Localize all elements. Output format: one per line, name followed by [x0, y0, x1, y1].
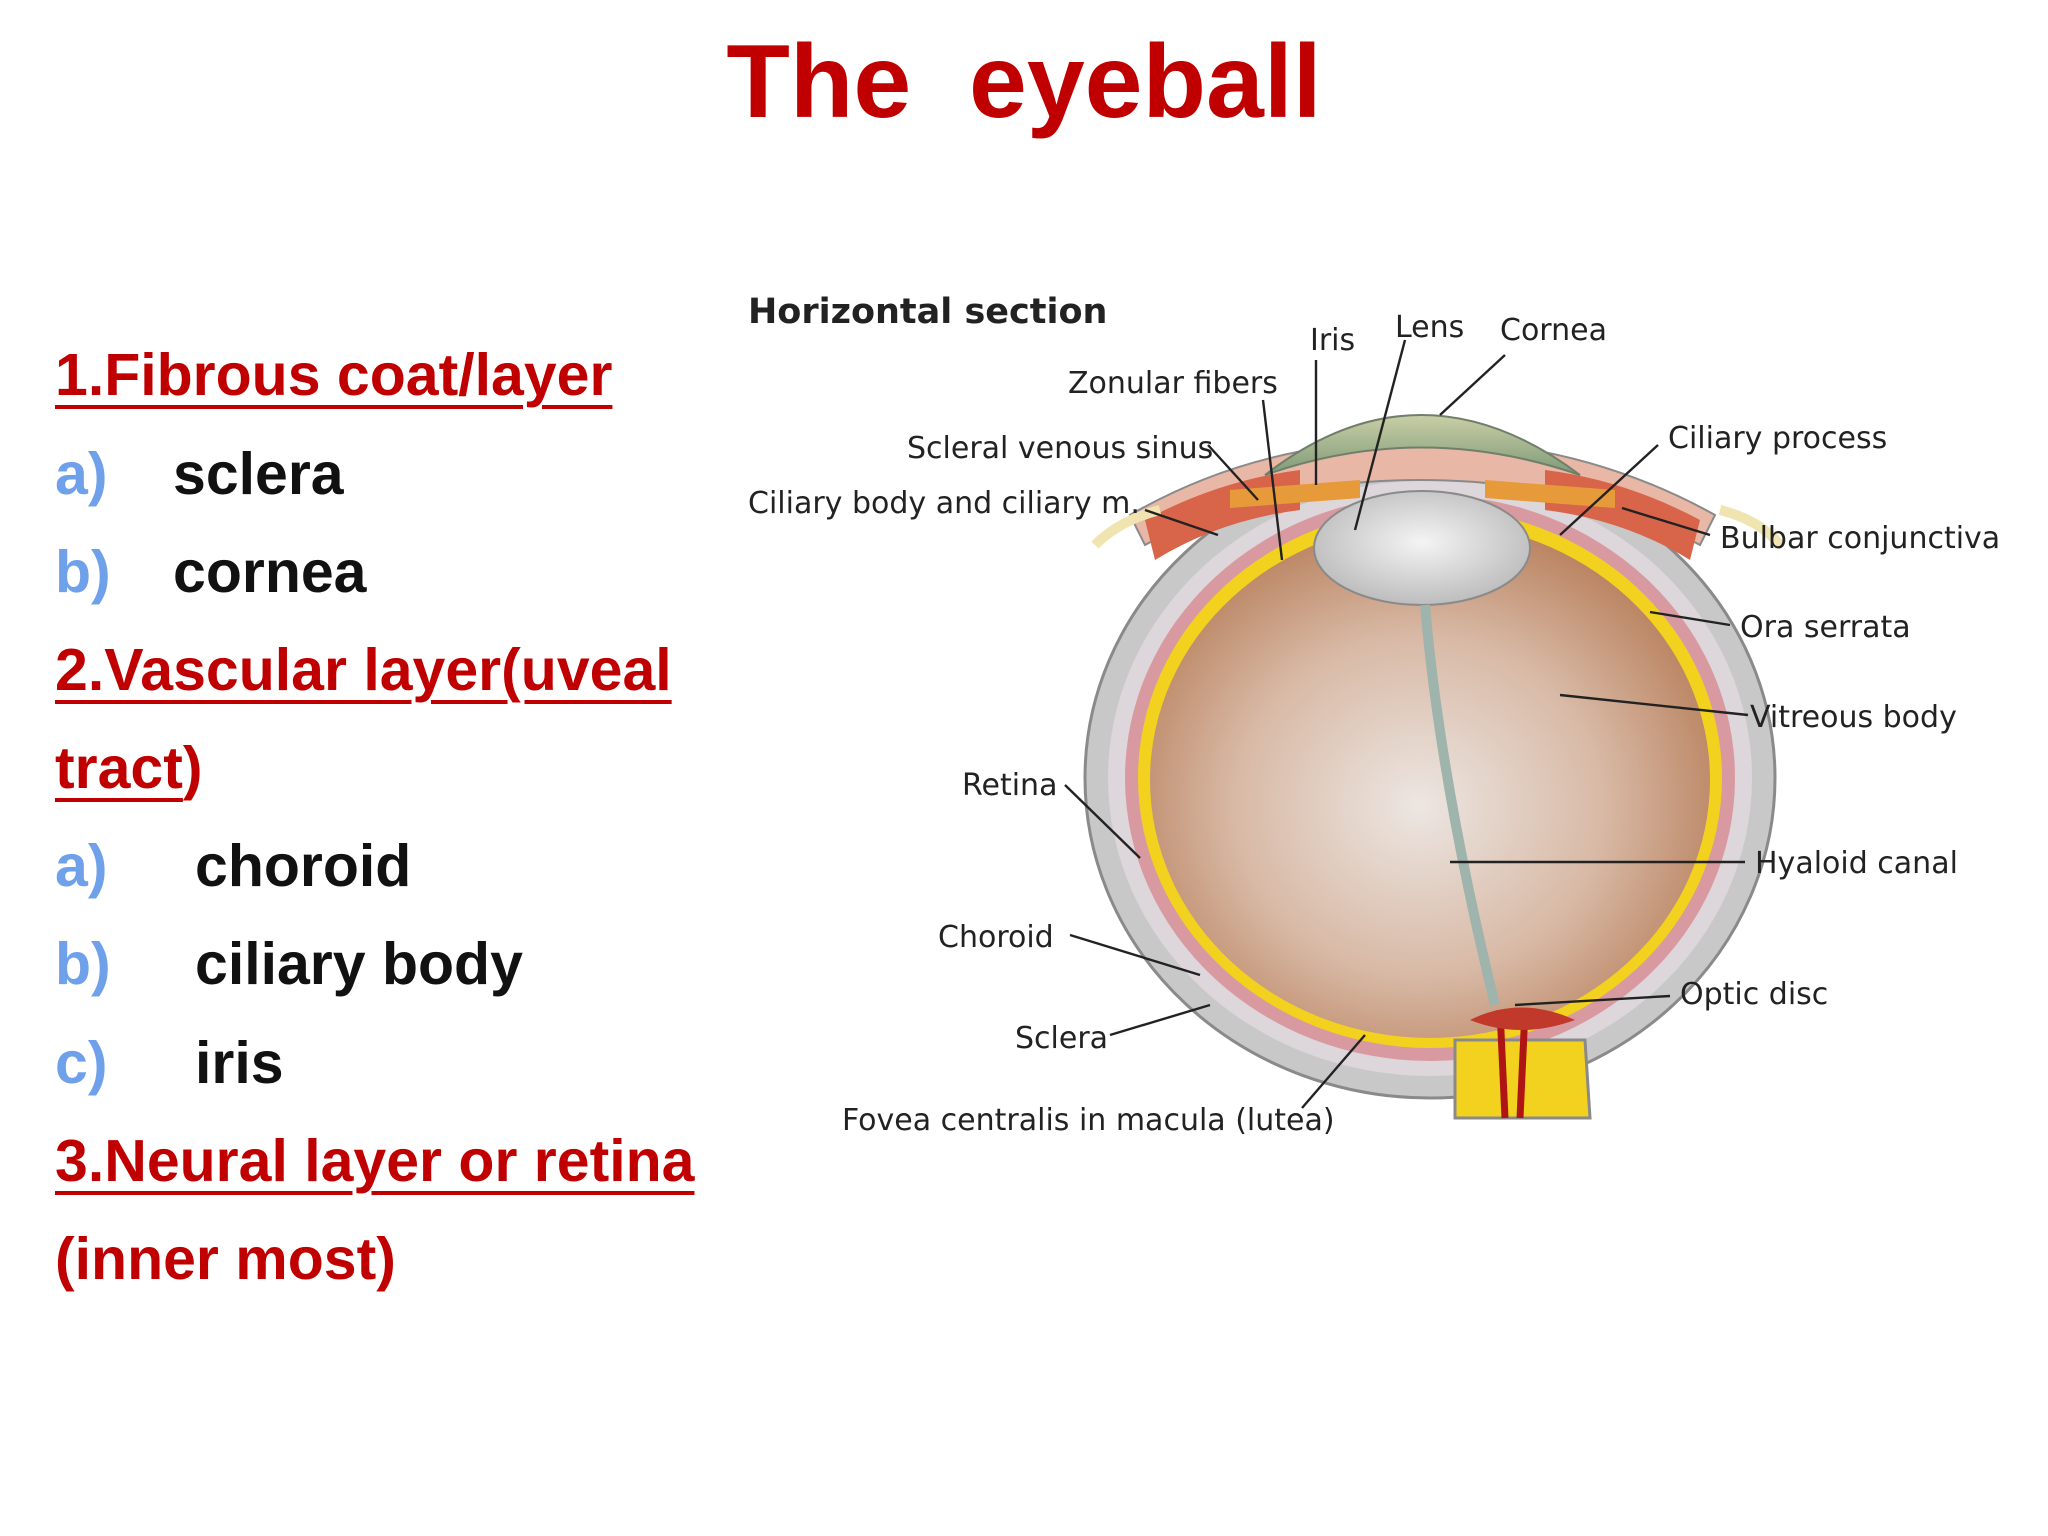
leader-lens — [1353, 339, 1407, 531]
cornea-shape — [1264, 414, 1581, 476]
list-item-iris: c)iris — [55, 1034, 284, 1093]
leader-scleral-sinus — [1207, 444, 1259, 501]
label-ciliary-process: Ciliary process — [1668, 421, 1887, 456]
label-bulbar: Bulbar conjunctiva — [1720, 521, 2000, 556]
label-iris: Iris — [1310, 323, 1355, 358]
leader-fovea — [1301, 1034, 1366, 1109]
label-fovea: Fovea centralis in macula (lutea) — [842, 1103, 1335, 1138]
label-sclera: Sclera — [1015, 1021, 1108, 1056]
list-marker: c) — [55, 1030, 108, 1096]
heading-fibrous-text: 1.Fibrous coat/layer — [55, 342, 613, 408]
heading-vascular-line2: tract) — [55, 739, 203, 798]
list-item-text: choroid — [195, 833, 412, 899]
list-marker: a) — [55, 441, 108, 507]
lens-shape — [1313, 490, 1531, 606]
list-item-text: ciliary body — [195, 931, 523, 997]
leader-bulbar — [1621, 506, 1711, 537]
list-item-text: sclera — [173, 441, 344, 507]
diagram-title: Horizontal section — [748, 292, 1107, 332]
eyeball-diagram: Horizontal section Iris Lens Cornea Zonu… — [740, 270, 2040, 1150]
leader-optic-disc — [1514, 994, 1671, 1007]
heading-vascular-text: 2.Vascular layer(uveal — [55, 637, 672, 703]
list-item-ciliary-body: b)ciliary body — [55, 935, 523, 994]
label-vitreous: Vitreous body — [1750, 700, 1957, 735]
leader-sclera — [1109, 1003, 1211, 1037]
leader-zonular — [1261, 399, 1284, 561]
leader-ora — [1649, 610, 1731, 627]
leader-choroid — [1069, 933, 1201, 977]
list-item-sclera: a)sclera — [55, 445, 344, 504]
leader-retina — [1064, 784, 1141, 859]
heading-neural-line2: (inner most) — [55, 1230, 396, 1289]
list-marker: a) — [55, 833, 108, 899]
list-marker: b) — [55, 931, 111, 997]
label-scleral-sinus: Scleral venous sinus — [907, 431, 1213, 466]
heading-neural-line1: 3.Neural layer or retina — [55, 1132, 694, 1191]
leader-ciliary-process — [1559, 444, 1659, 536]
heading-neural-text: 3.Neural layer or retina — [55, 1128, 695, 1194]
conjunctiva-right — [1718, 505, 1784, 549]
heading-neural-text-2: (inner most) — [55, 1226, 396, 1292]
page-title: The eyeball — [726, 24, 1322, 140]
list-item-text: cornea — [173, 539, 367, 605]
label-hyaloid: Hyaloid canal — [1755, 846, 1958, 881]
list-item-cornea: b)cornea — [55, 543, 366, 602]
list-marker: b) — [55, 539, 111, 605]
hyaloid-canal-shape — [1420, 604, 1500, 1007]
leader-ciliary-body — [1144, 508, 1219, 537]
leader-cornea — [1439, 354, 1506, 416]
eyeball-section-figure: Horizontal section Iris Lens Cornea Zonu… — [748, 292, 2000, 1138]
iris-shape — [1230, 480, 1615, 508]
label-retina: Retina — [962, 768, 1057, 803]
leader-vitreous — [1559, 693, 1749, 717]
label-lens: Lens — [1395, 310, 1464, 345]
label-ora: Ora serrata — [1740, 610, 1911, 645]
label-optic-disc: Optic disc — [1680, 977, 1828, 1012]
label-ciliary-body: Ciliary body and ciliary m. — [748, 486, 1140, 521]
list-item-text: iris — [195, 1030, 284, 1096]
optic-disc-spot — [1470, 1007, 1575, 1030]
label-choroid: Choroid — [938, 920, 1054, 955]
heading-vascular-text-2: tract — [55, 735, 183, 801]
heading-vascular-tail: ) — [182, 735, 203, 801]
heading-fibrous: 1.Fibrous coat/layer — [55, 346, 612, 405]
label-cornea: Cornea — [1500, 313, 1607, 348]
label-zonular: Zonular fibers — [1068, 366, 1278, 401]
list-item-choroid: a)choroid — [55, 837, 411, 896]
vitreous-shape — [1150, 522, 1710, 1038]
heading-vascular-line1: 2.Vascular layer(uveal — [55, 641, 672, 700]
